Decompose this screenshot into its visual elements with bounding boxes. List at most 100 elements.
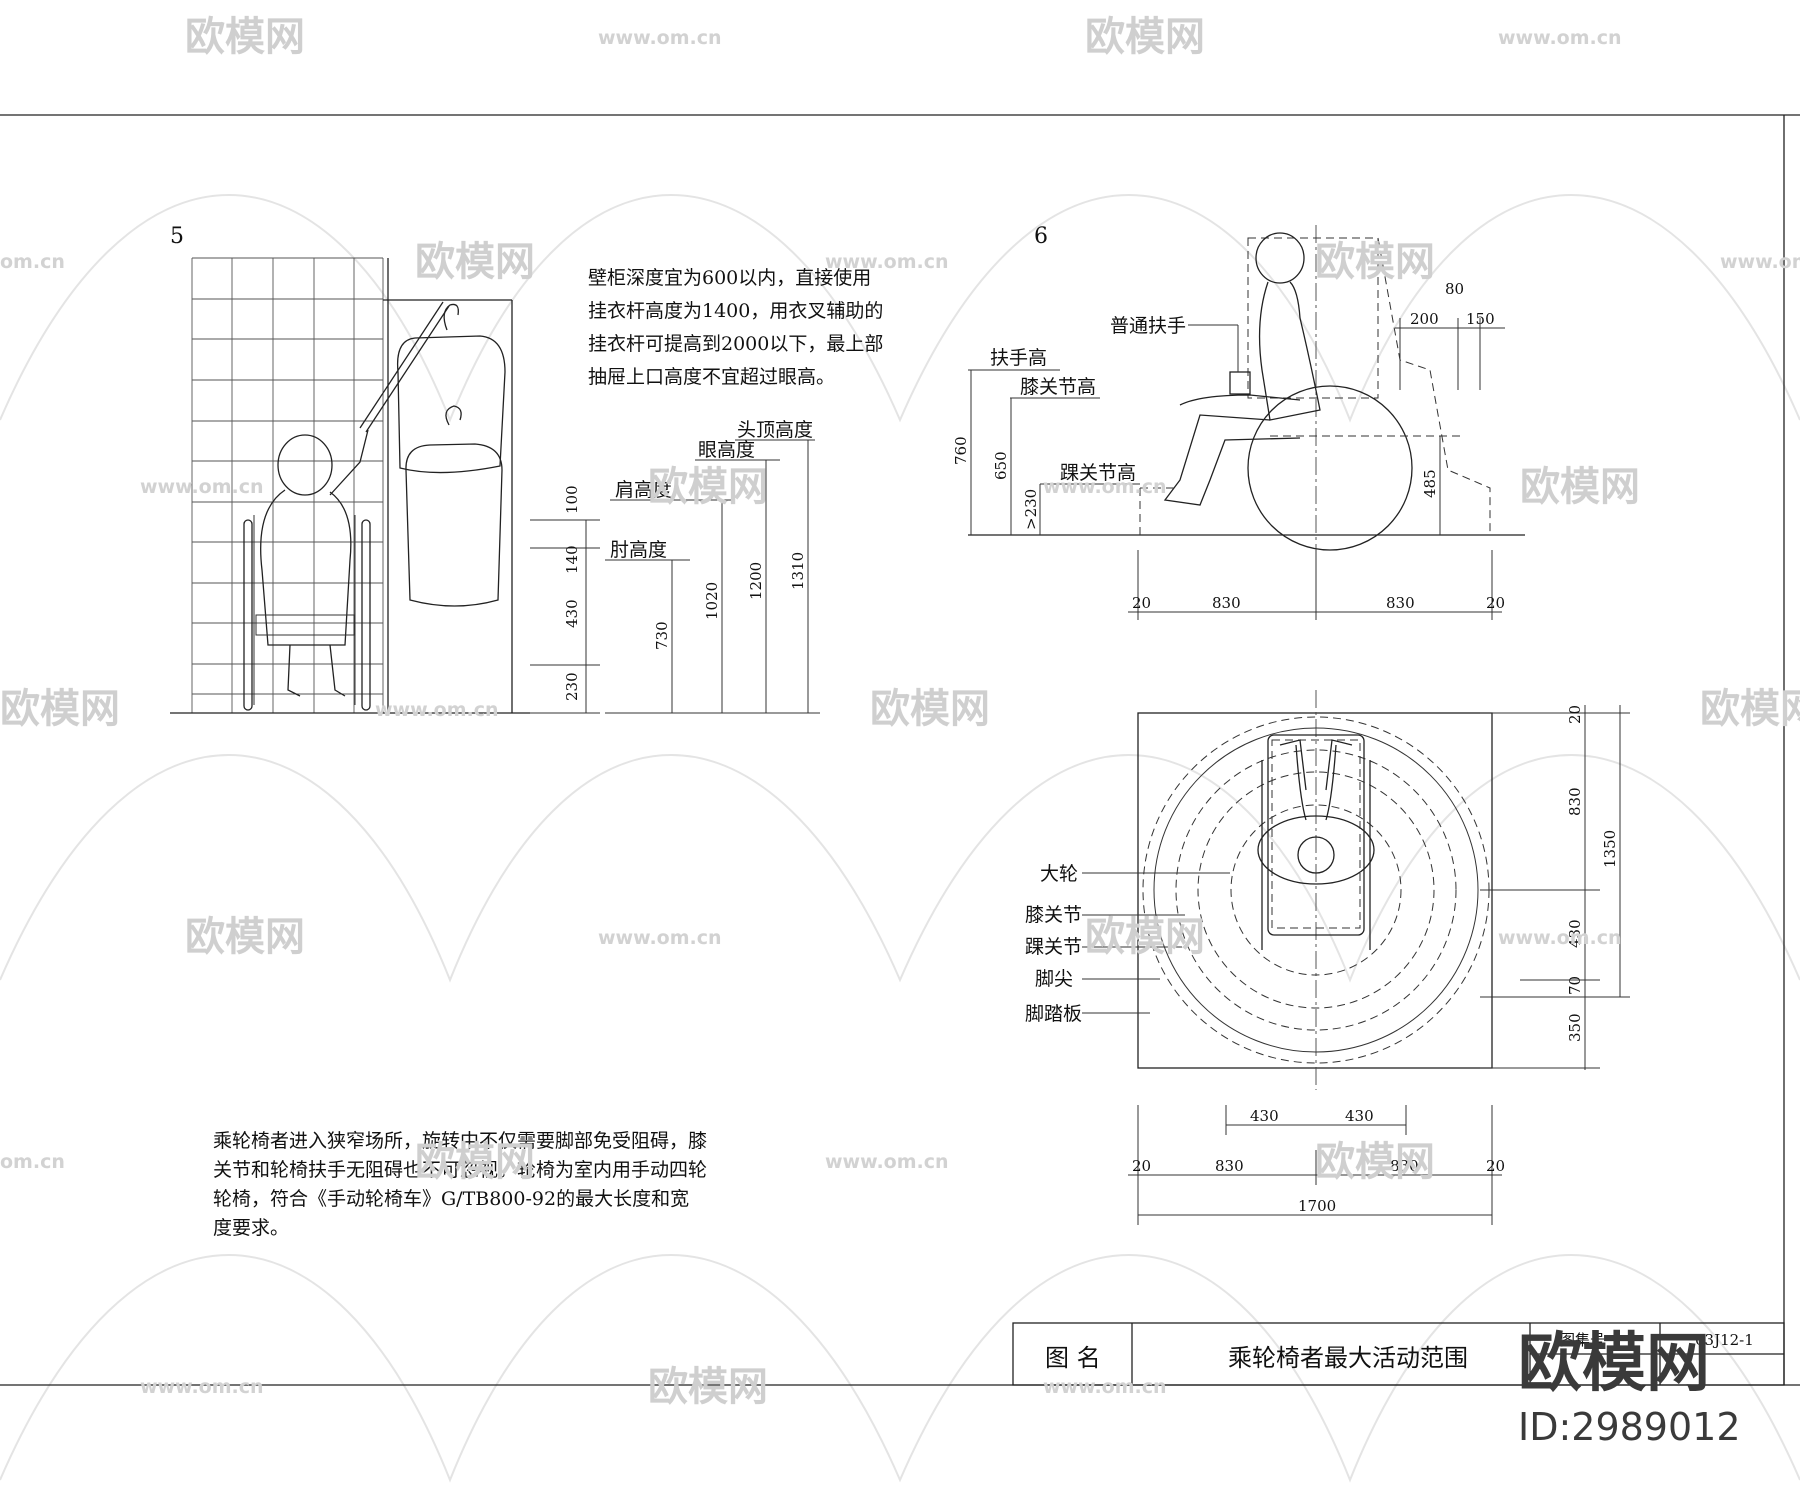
svg-text:830: 830	[1390, 1157, 1419, 1175]
svg-text:关节和轮椅扶手无阻碍也不可忽视。轮椅为室内用手动四轮: 关节和轮椅扶手无阻碍也不可忽视。轮椅为室内用手动四轮	[213, 1159, 707, 1181]
svg-text:20: 20	[1566, 705, 1584, 724]
svg-text:830: 830	[1566, 787, 1584, 816]
svg-text:踝关节高: 踝关节高	[1060, 462, 1136, 484]
svg-text:20: 20	[1132, 594, 1151, 612]
figure5-note: 壁柜深度宜为600以内，直接使用 挂衣杆高度为1400，用衣叉辅助的 挂衣杆可提…	[588, 267, 883, 388]
svg-text:1350: 1350	[1601, 830, 1619, 868]
svg-text:www.om.cn: www.om.cn	[140, 476, 264, 498]
svg-text:140: 140	[563, 545, 581, 574]
figure6-elevation-labels: 普通扶手 扶手高 膝关节高 踝关节高 760 650 >230 485 80 2…	[952, 280, 1505, 535]
figure6-plan-right-dims: 20 830 1350 430 70 350	[1480, 705, 1630, 1070]
svg-text:壁柜深度宜为600以内，直接使用: 壁柜深度宜为600以内，直接使用	[588, 267, 871, 289]
svg-text:欧模网: 欧模网	[0, 686, 120, 732]
svg-text:欧模网: 欧模网	[648, 464, 768, 510]
set-label: 图集号	[1560, 1331, 1605, 1349]
svg-text:830: 830	[1386, 594, 1415, 612]
svg-text:脚尖: 脚尖	[1035, 968, 1073, 990]
wheelchair-user-figure5	[243, 429, 371, 711]
svg-text:头顶高度: 头顶高度	[737, 419, 813, 441]
svg-text:www.om.cn: www.om.cn	[825, 251, 949, 273]
svg-text:www.om.cn: www.om.cn	[140, 1376, 264, 1398]
svg-text:1700: 1700	[1298, 1197, 1336, 1215]
figure6-plan-bottom-dims: 430 430 20 830 830 20 1700	[1128, 1105, 1505, 1225]
svg-text:>230: >230	[1022, 489, 1040, 530]
svg-text:乘轮椅者进入狭窄场所，旋转中不仅需要脚部免受阻碍，膝: 乘轮椅者进入狭窄场所，旋转中不仅需要脚部免受阻碍，膝	[213, 1130, 707, 1152]
svg-text:大轮: 大轮	[1040, 863, 1078, 885]
svg-text:om.cn: om.cn	[0, 251, 65, 273]
svg-text:20: 20	[1132, 1157, 1151, 1175]
svg-text:www.om.cn: www.om.cn	[1043, 1376, 1167, 1398]
svg-text:430: 430	[563, 599, 581, 628]
svg-text:760: 760	[952, 436, 970, 465]
svg-text:欧模网: 欧模网	[1315, 1139, 1435, 1185]
svg-text:350: 350	[1566, 1013, 1584, 1042]
svg-text:650: 650	[992, 451, 1010, 480]
svg-text:20: 20	[1486, 594, 1505, 612]
svg-text:20: 20	[1486, 1157, 1505, 1175]
figure6-plan	[1137, 690, 1493, 1090]
svg-text:欧模网: 欧模网	[1520, 464, 1640, 510]
svg-text:轮椅，符合《手动轮椅车》G/TB800-92的最大长度和宽: 轮椅，符合《手动轮椅车》G/TB800-92的最大长度和宽	[213, 1188, 689, 1210]
svg-text:欧模网: 欧模网	[1518, 1327, 1710, 1401]
svg-text:70: 70	[1566, 976, 1584, 995]
svg-text:1200: 1200	[747, 562, 765, 600]
svg-text:普通扶手: 普通扶手	[1110, 315, 1186, 337]
svg-text:www.om.cn: www.om.cn	[1043, 476, 1167, 498]
title-label: 图 名	[1045, 1344, 1101, 1372]
svg-text:1310: 1310	[789, 552, 807, 590]
svg-text:430: 430	[1566, 919, 1584, 948]
svg-text:挂衣杆可提高到2000以下，最上部: 挂衣杆可提高到2000以下，最上部	[588, 333, 883, 355]
figure6-elevation	[968, 225, 1525, 560]
svg-text:欧模网: 欧模网	[415, 1139, 535, 1185]
svg-text:www.om.cn: www.om.cn	[825, 1151, 949, 1173]
svg-text:挂衣杆高度为1400，用衣叉辅助的: 挂衣杆高度为1400，用衣叉辅助的	[588, 300, 883, 322]
svg-text:眼高度: 眼高度	[698, 439, 755, 461]
garment-illustration	[359, 301, 506, 607]
figure5-height-dims: 肘高度 肩高度 眼高度 头顶高度 730 1020 1200 1310	[605, 419, 820, 714]
svg-text:脚踏板: 脚踏板	[1025, 1003, 1082, 1025]
svg-text:膝关节高: 膝关节高	[1020, 376, 1096, 398]
svg-text:踝关节: 踝关节	[1025, 936, 1082, 958]
svg-text:430: 430	[1250, 1107, 1279, 1125]
svg-text:ID:2989012: ID:2989012	[1518, 1405, 1741, 1449]
svg-text:欧模网: 欧模网	[1085, 14, 1205, 60]
svg-text:膝关节: 膝关节	[1025, 904, 1082, 926]
svg-text:230: 230	[563, 672, 581, 701]
figure6-number: 6	[1034, 224, 1048, 249]
svg-text:200: 200	[1410, 310, 1439, 328]
set-number: 03J12-1	[1695, 1331, 1754, 1349]
svg-text:www.om.cn: www.om.cn	[598, 927, 722, 949]
tiled-wall	[170, 257, 530, 714]
figure6-plan-labels: 大轮 膝关节 踝关节 脚尖 脚踏板	[1025, 863, 1230, 1025]
svg-text:肩高度: 肩高度	[615, 479, 672, 501]
svg-text:欧模网: 欧模网	[415, 239, 535, 285]
svg-text:830: 830	[1215, 1157, 1244, 1175]
svg-text:730: 730	[653, 621, 671, 650]
svg-text:www.om.cn: www.om.cn	[1498, 927, 1622, 949]
svg-text:欧模网: 欧模网	[870, 686, 990, 732]
svg-text:www.om.cn: www.om.cn	[1720, 251, 1800, 273]
watermark-arcs	[0, 194, 1800, 1483]
svg-text:欧模网: 欧模网	[185, 14, 305, 60]
svg-text:度要求。: 度要求。	[213, 1217, 289, 1239]
corner-brand: 欧模网 ID:2989012	[1518, 1327, 1741, 1449]
svg-text:830: 830	[1212, 594, 1241, 612]
svg-text:www.om.cn: www.om.cn	[375, 699, 499, 721]
bottom-note: 乘轮椅者进入狭窄场所，旋转中不仅需要脚部免受阻碍，膝 关节和轮椅扶手无阻碍也不可…	[213, 1130, 707, 1239]
svg-text:抽屉上口高度不宜超过眼高。: 抽屉上口高度不宜超过眼高。	[588, 366, 835, 388]
svg-text:欧模网: 欧模网	[185, 914, 305, 960]
svg-text:www.om.cn: www.om.cn	[1498, 27, 1622, 49]
svg-text:430: 430	[1345, 1107, 1374, 1125]
watermarks: 欧模网 www.om.cn 欧模网 www.om.cn om.cn 欧模网 ww…	[0, 14, 1800, 1410]
svg-text:欧模网: 欧模网	[1085, 914, 1205, 960]
figure5-number: 5	[170, 224, 184, 249]
svg-text:485: 485	[1421, 469, 1439, 498]
figure6-elevation-bottom-dims: 20 830 830 20	[1128, 550, 1505, 620]
svg-text:欧模网: 欧模网	[1700, 686, 1800, 732]
title-block: 图 名 乘轮椅者最大活动范围 图集号 03J12-1	[1012, 1322, 1785, 1386]
svg-text:欧模网: 欧模网	[1315, 239, 1435, 285]
svg-text:肘高度: 肘高度	[610, 539, 667, 561]
figure5-dim-chain: 100 140 430 230	[530, 485, 600, 714]
svg-text:扶手高: 扶手高	[990, 347, 1047, 369]
